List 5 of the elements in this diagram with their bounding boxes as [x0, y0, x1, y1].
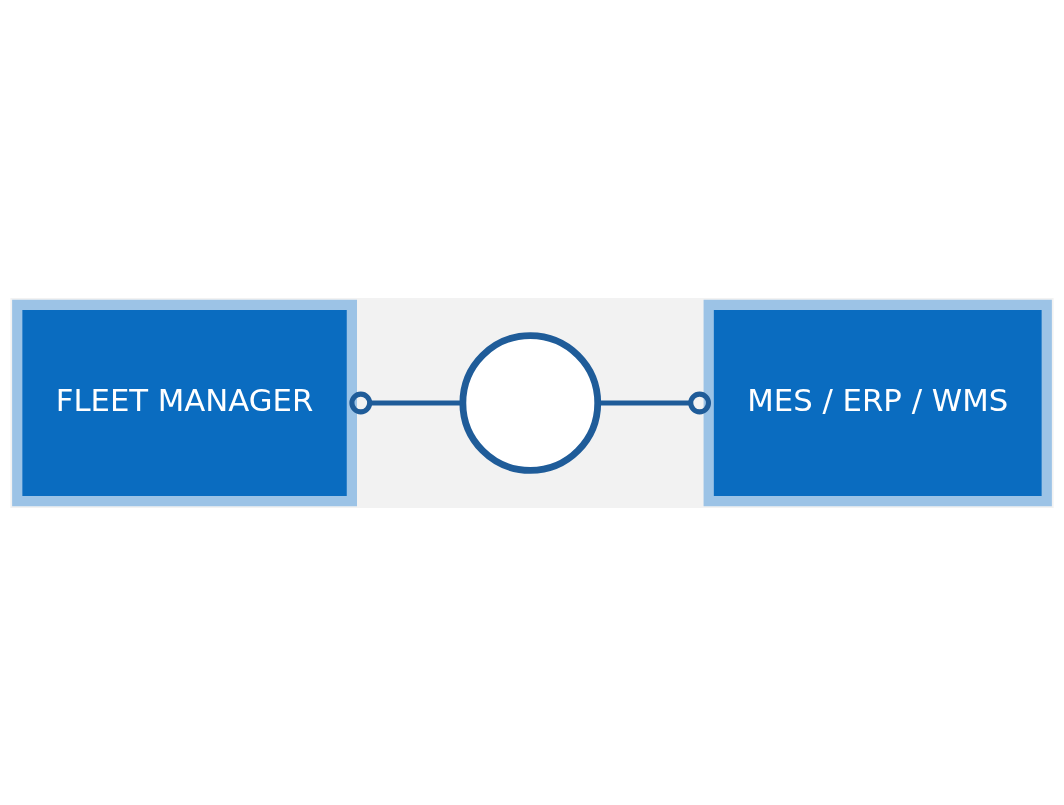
node-circle [459, 331, 602, 474]
node-box: FLEET MANAGER [12, 299, 357, 506]
node-box: MES / ERP / WMS [703, 299, 1052, 506]
connector [598, 391, 712, 414]
connector [349, 391, 463, 414]
